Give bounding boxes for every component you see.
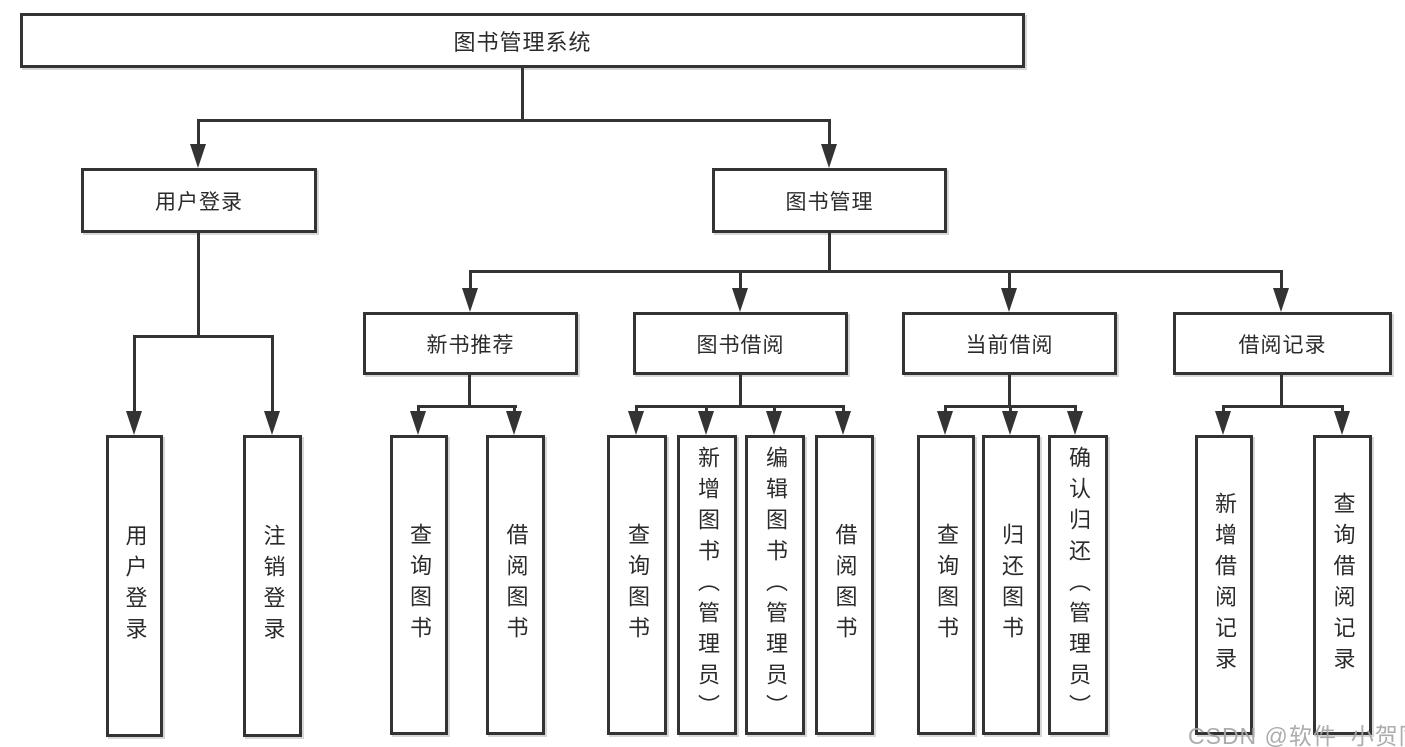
- node-label: 确认归还（管理员）: [1066, 445, 1091, 725]
- node-label: 新增图书（管理员）: [695, 445, 720, 725]
- node-label: 图书借阅: [696, 333, 785, 357]
- connector-stem: [1341, 405, 1344, 415]
- connector-stem-book-management: [828, 119, 831, 147]
- connector-user-login-trunk: [197, 233, 200, 338]
- connector-current-borrow-trunk: [1008, 375, 1011, 408]
- arrow-down-icon: [1001, 288, 1017, 312]
- connector-stem-user-login: [197, 119, 200, 147]
- connector-stem-login-leaf: [133, 335, 136, 415]
- node-leaf-edit-books-admin: 编辑图书（管理员）: [745, 435, 805, 735]
- arrow-down-icon: [628, 411, 644, 435]
- arrow-down-icon: [1273, 288, 1289, 312]
- node-leaf-user-login: 用户登录: [106, 435, 163, 737]
- node-leaf-add-books-admin: 新增图书（管理员）: [677, 435, 737, 735]
- connector-stem: [842, 405, 845, 415]
- node-label: 借阅图书: [832, 523, 858, 647]
- connector-user-login-rail: [133, 335, 274, 338]
- node-leaf-query-books-1: 查询图书: [390, 435, 448, 735]
- arrow-down-icon: [1334, 411, 1350, 435]
- node-leaf-query-books-2: 查询图书: [607, 435, 667, 735]
- arrow-down-icon: [1067, 411, 1083, 435]
- connector-stem: [1222, 405, 1225, 415]
- node-book-borrow: 图书借阅: [633, 312, 848, 375]
- connector-stem-new-books: [469, 270, 472, 292]
- node-borrow-records: 借阅记录: [1173, 312, 1392, 375]
- connector-book-borrow-rail: [636, 405, 844, 408]
- arrow-down-icon: [410, 411, 426, 435]
- arrow-down-icon: [766, 411, 782, 435]
- connector-level1-rail: [197, 119, 831, 122]
- connector-stem: [944, 405, 947, 415]
- node-leaf-add-borrow-record: 新增借阅记录: [1195, 435, 1253, 735]
- node-leaf-logout: 注销登录: [243, 435, 302, 737]
- node-label: 查询图书: [407, 523, 432, 647]
- connector-stem-current-borrow: [1008, 270, 1011, 292]
- connector-stem: [705, 405, 708, 415]
- connector-borrow-records-rail: [1223, 405, 1343, 408]
- node-leaf-query-books-3: 查询图书: [917, 435, 975, 735]
- node-new-book-recommend: 新书推荐: [363, 312, 578, 375]
- arrow-down-icon: [462, 288, 478, 312]
- connector-stem: [635, 405, 638, 415]
- connector-stem: [417, 405, 420, 415]
- node-label: 借阅记录: [1238, 333, 1327, 357]
- node-leaf-borrow-books-1: 借阅图书: [486, 435, 545, 735]
- node-label: 图书管理: [785, 190, 874, 214]
- arrow-down-icon: [190, 144, 206, 168]
- node-label: 注销登录: [260, 524, 286, 648]
- node-label: 用户登录: [155, 190, 243, 214]
- node-label: 当前借阅: [965, 333, 1054, 357]
- connector-borrow-records-trunk: [1280, 375, 1283, 408]
- arrow-down-icon: [126, 411, 142, 435]
- node-leaf-confirm-return-admin: 确认归还（管理员）: [1048, 435, 1108, 735]
- connector-stem-logout-leaf: [271, 335, 274, 415]
- node-leaf-return-books: 归还图书: [982, 435, 1040, 735]
- node-label: 查询图书: [934, 523, 959, 647]
- connector-stem: [1009, 405, 1012, 415]
- connector-new-books-rail: [418, 405, 517, 408]
- node-label: 新增借阅记录: [1212, 492, 1237, 678]
- arrow-down-icon: [698, 411, 714, 435]
- node-label: 用户登录: [122, 524, 148, 648]
- connector-level3-rail: [469, 270, 1283, 273]
- node-label: 查询图书: [625, 523, 650, 647]
- connector-book-borrow-trunk: [739, 375, 742, 408]
- arrow-down-icon: [937, 411, 953, 435]
- node-book-management: 图书管理: [712, 168, 947, 233]
- arrow-down-icon: [732, 288, 748, 312]
- arrow-down-icon: [1002, 411, 1018, 435]
- arrow-down-icon: [264, 411, 280, 435]
- connector-stem: [773, 405, 776, 415]
- node-label: 图书管理系统: [453, 29, 592, 55]
- node-label: 借阅图书: [503, 523, 529, 647]
- connector-stem-borrow-records: [1280, 270, 1283, 292]
- node-current-borrow: 当前借阅: [902, 312, 1117, 375]
- connector-new-books-trunk: [468, 375, 471, 408]
- node-user-login: 用户登录: [81, 168, 317, 233]
- node-label: 归还图书: [999, 523, 1024, 647]
- node-label: 查询借阅记录: [1330, 492, 1356, 678]
- node-leaf-borrow-books-2: 借阅图书: [815, 435, 874, 735]
- node-library-management-system: 图书管理系统: [20, 13, 1025, 68]
- connector-stem-book-borrow: [739, 270, 742, 292]
- node-leaf-query-borrow-record: 查询借阅记录: [1313, 435, 1372, 735]
- connector-stem: [1074, 405, 1077, 415]
- node-label: 编辑图书（管理员）: [763, 445, 788, 725]
- connector-stem: [513, 405, 516, 415]
- watermark: CSDN @软件_小贺同学: [1188, 723, 1405, 747]
- connector-root-trunk: [521, 68, 524, 121]
- connector-book-management-trunk: [828, 233, 831, 273]
- arrow-down-icon: [821, 144, 837, 168]
- node-label: 新书推荐: [426, 333, 515, 357]
- arrow-down-icon: [835, 411, 851, 435]
- arrow-down-icon: [1215, 411, 1231, 435]
- arrow-down-icon: [506, 411, 522, 435]
